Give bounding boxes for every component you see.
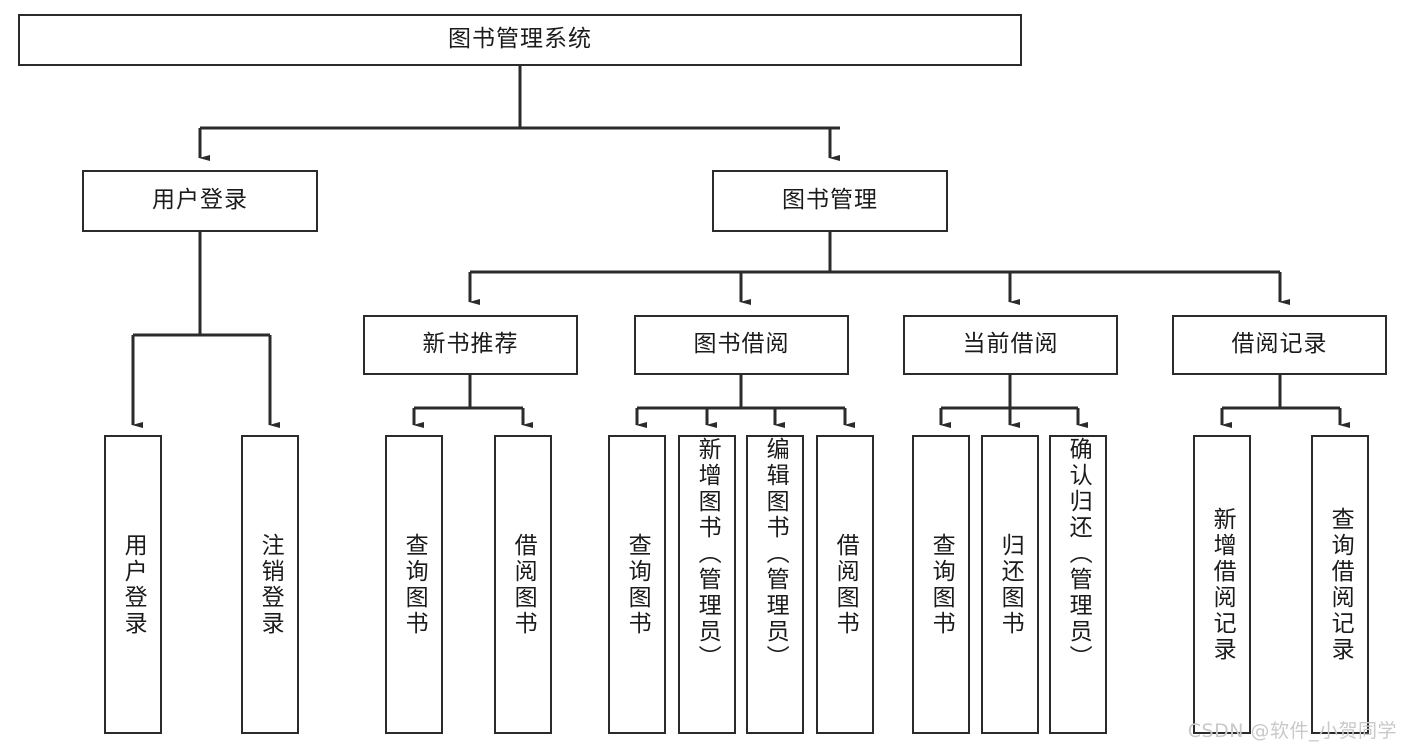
node-current-borrow[interactable]: 当前借阅 [903, 315, 1118, 375]
watermark-text: CSDN @软件_小贺同学 [1187, 720, 1397, 742]
node-book-management[interactable]: 图书管理 [712, 170, 948, 232]
node-root[interactable]: 图书管理系统 [18, 14, 1022, 66]
leaf-user-login-label: 用户登录 [120, 532, 147, 637]
leaf-logout[interactable]: 注销登录 [241, 435, 299, 734]
leaf-confirm-return-admin[interactable]: 确认归还（管理员） [1049, 435, 1107, 734]
leaf-return-book-label: 归还图书 [997, 532, 1024, 637]
node-book-borrow[interactable]: 图书借阅 [634, 315, 849, 375]
leaf-query-borrow-record[interactable]: 查询借阅记录 [1311, 435, 1369, 734]
leaf-return-book[interactable]: 归还图书 [981, 435, 1039, 734]
node-borrow-record[interactable]: 借阅记录 [1172, 315, 1387, 375]
node-user-login-label: 用户登录 [152, 187, 248, 214]
leaf-add-book-admin[interactable]: 新增图书（管理员） [678, 435, 736, 734]
leaf-query-book-cb[interactable]: 查询图书 [912, 435, 970, 734]
leaf-edit-book-admin-label: 编辑图书（管理员） [762, 437, 789, 671]
leaf-query-book-bb[interactable]: 查询图书 [608, 435, 666, 734]
leaf-edit-book-admin[interactable]: 编辑图书（管理员） [746, 435, 804, 734]
node-book-management-label: 图书管理 [782, 187, 878, 214]
leaf-query-book-cb-label: 查询图书 [928, 532, 955, 637]
leaf-query-borrow-record-label: 查询借阅记录 [1327, 506, 1354, 663]
leaf-borrow-book-bb[interactable]: 借阅图书 [816, 435, 874, 734]
node-borrow-record-label: 借阅记录 [1231, 331, 1328, 358]
node-root-label: 图书管理系统 [448, 26, 592, 53]
leaf-add-borrow-record-label: 新增借阅记录 [1209, 506, 1236, 663]
leaf-add-book-admin-label: 新增图书（管理员） [694, 437, 721, 671]
leaf-borrow-book-nb[interactable]: 借阅图书 [494, 435, 552, 734]
leaf-confirm-return-admin-label: 确认归还（管理员） [1065, 437, 1092, 671]
leaf-query-book-nb[interactable]: 查询图书 [385, 435, 443, 734]
leaf-add-borrow-record[interactable]: 新增借阅记录 [1193, 435, 1251, 734]
leaf-query-book-nb-label: 查询图书 [401, 532, 428, 637]
leaf-query-book-bb-label: 查询图书 [624, 532, 651, 637]
node-current-borrow-label: 当前借阅 [962, 331, 1059, 358]
node-book-borrow-label: 图书借阅 [693, 331, 790, 358]
leaf-logout-label: 注销登录 [257, 532, 284, 637]
leaf-borrow-book-bb-label: 借阅图书 [832, 532, 859, 637]
node-new-book-recommend-label: 新书推荐 [422, 331, 519, 358]
node-user-login[interactable]: 用户登录 [82, 170, 318, 232]
node-new-book-recommend[interactable]: 新书推荐 [363, 315, 578, 375]
leaf-user-login[interactable]: 用户登录 [104, 435, 162, 734]
leaf-borrow-book-nb-label: 借阅图书 [510, 532, 537, 637]
